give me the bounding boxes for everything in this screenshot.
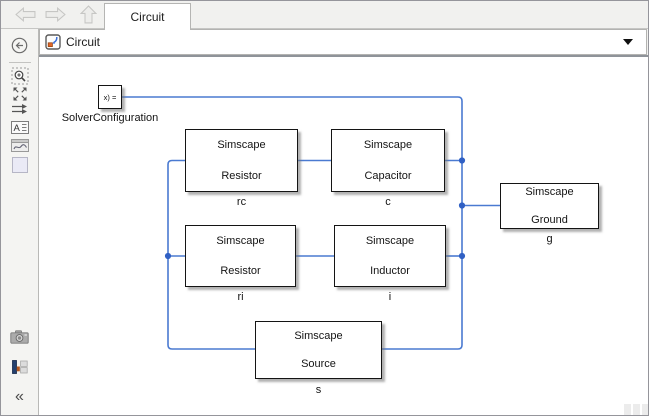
forward-arrow-button[interactable]	[45, 7, 66, 22]
block-ground-g[interactable]: Simscape Ground	[500, 183, 599, 229]
collapse-palette-button[interactable]: «	[1, 389, 38, 405]
viewmarks-button[interactable]	[1, 360, 38, 374]
back-arrow-button[interactable]	[15, 7, 36, 22]
breadcrumb[interactable]: Circuit	[39, 29, 647, 55]
double-arrow-icon	[12, 104, 27, 114]
image-icon	[10, 139, 29, 152]
route-lines-button[interactable]	[1, 103, 38, 115]
fit-to-view-button[interactable]	[1, 86, 38, 102]
collapse-chevrons-icon: «	[15, 388, 24, 405]
block-resistor-ri[interactable]: Simscape Resistor	[185, 225, 296, 287]
junction-dot	[164, 252, 172, 260]
magnifier-plus-icon	[11, 67, 28, 85]
block-source-s[interactable]: Simscape Source	[255, 321, 382, 379]
block-line1: Simscape	[363, 139, 413, 151]
block-line2: Inductor	[370, 265, 410, 277]
junction-dot	[458, 202, 466, 209]
block-line2: Ground	[531, 214, 568, 226]
junction-dot	[458, 252, 466, 260]
palette-toolbar: A	[1, 29, 39, 415]
junction-dot	[458, 157, 466, 164]
annotation-icon: A	[10, 121, 29, 134]
back-button[interactable]	[1, 37, 38, 54]
simulink-model-icon	[45, 34, 61, 50]
block-solver-configuration[interactable]: x) =	[98, 85, 122, 109]
tab-circuit[interactable]: Circuit	[104, 3, 191, 30]
zoom-in-button[interactable]	[1, 67, 38, 85]
block-label-rc[interactable]: rc	[236, 196, 247, 208]
block-line1: Simscape	[525, 186, 574, 198]
block-resistor-rc[interactable]: Simscape Resistor	[185, 129, 298, 192]
expand-arrows-icon	[13, 87, 26, 101]
block-label-i[interactable]: i	[388, 291, 392, 303]
corner-widget-segment	[633, 404, 640, 415]
breadcrumb-bar: Circuit	[39, 29, 648, 57]
svg-text:A: A	[13, 123, 20, 134]
annotation-button[interactable]: A	[1, 121, 38, 134]
corner-widget	[624, 404, 648, 415]
block-line2: Resistor	[220, 265, 261, 277]
camera-icon	[10, 330, 29, 344]
dropdown-caret-icon[interactable]	[623, 39, 633, 45]
viewmarks-icon	[11, 360, 28, 374]
block-label-ri[interactable]: ri	[237, 291, 244, 303]
corner-widget-segment	[642, 404, 648, 415]
block-line2: Resistor	[221, 170, 262, 182]
model-canvas[interactable]: x) = SolverConfiguration Simscape Resist…	[39, 57, 648, 415]
tab-bar: Circuit	[1, 1, 648, 30]
corner-widget-segment	[624, 404, 631, 415]
wire-solver-bus[interactable]	[122, 96, 463, 350]
area-icon	[11, 157, 28, 173]
tab-label: Circuit	[130, 10, 165, 24]
block-label-c[interactable]: c	[385, 196, 391, 208]
area-button[interactable]	[1, 157, 38, 173]
block-inductor-i[interactable]: Simscape Inductor	[334, 225, 446, 287]
block-label-solver[interactable]: SolverConfiguration	[61, 112, 159, 124]
block-label-s[interactable]: s	[315, 384, 322, 396]
block-line2: Source	[301, 358, 336, 370]
block-line1: Simscape	[365, 235, 415, 247]
block-capacitor-c[interactable]: Simscape Capacitor	[331, 129, 445, 192]
block-line2: Capacitor	[364, 170, 412, 182]
breadcrumb-model-title: Circuit	[66, 35, 101, 49]
block-line1: Simscape	[217, 139, 266, 151]
circled-left-arrow-icon	[11, 37, 28, 54]
image-button[interactable]	[1, 139, 38, 152]
toolbar-divider	[9, 62, 31, 63]
block-line1: Simscape	[294, 330, 343, 342]
screenshot-button[interactable]	[1, 330, 38, 344]
block-label-g[interactable]: g	[546, 233, 553, 245]
block-text: x) =	[103, 92, 117, 102]
wires-layer	[122, 96, 500, 350]
up-arrow-button[interactable]	[80, 5, 97, 24]
block-line1: Simscape	[216, 235, 265, 247]
